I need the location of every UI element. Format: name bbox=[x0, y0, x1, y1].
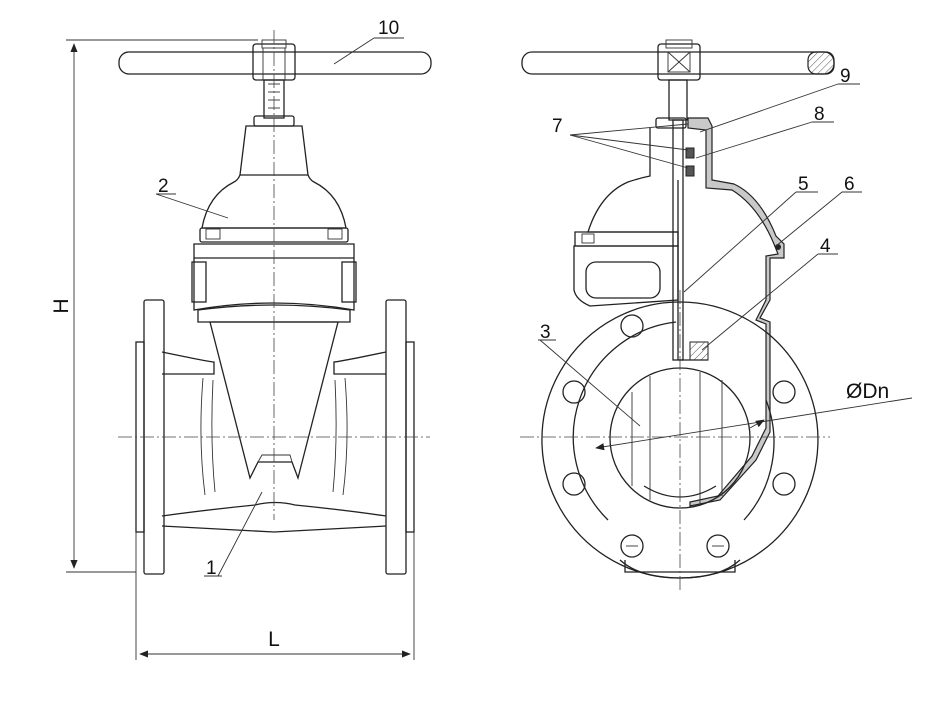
dimension-L: L bbox=[135, 532, 415, 660]
dimension-l-label: L bbox=[268, 628, 280, 651]
handwheel-front bbox=[118, 39, 432, 81]
callout-2: 2 bbox=[158, 176, 169, 197]
wedge-front bbox=[209, 321, 339, 481]
bonnet-section bbox=[677, 117, 785, 507]
bonnet-side bbox=[573, 117, 687, 307]
callout-7: 7 bbox=[552, 116, 563, 137]
callout-10: 10 bbox=[378, 18, 399, 39]
handwheel-side bbox=[521, 39, 835, 81]
callout-3: 3 bbox=[540, 322, 551, 343]
callout-6: 6 bbox=[844, 174, 855, 195]
callouts: 1 2 10 3 7 9 8 5 6 4 bbox=[155, 18, 862, 579]
flange-side bbox=[541, 301, 819, 579]
callout-1: 1 bbox=[206, 558, 217, 579]
dimension-H: H bbox=[50, 39, 258, 573]
front-view bbox=[118, 30, 432, 575]
side-view: ØDn bbox=[520, 39, 913, 592]
callout-8: 8 bbox=[814, 104, 825, 125]
callout-5: 5 bbox=[798, 174, 809, 195]
dimension-h-label: H bbox=[50, 298, 73, 313]
callout-4: 4 bbox=[820, 236, 831, 257]
valve-body-front bbox=[161, 351, 387, 533]
dn-label: ØDn bbox=[846, 380, 889, 403]
dn-dimension-line bbox=[595, 397, 913, 451]
callout-9: 9 bbox=[840, 66, 851, 87]
